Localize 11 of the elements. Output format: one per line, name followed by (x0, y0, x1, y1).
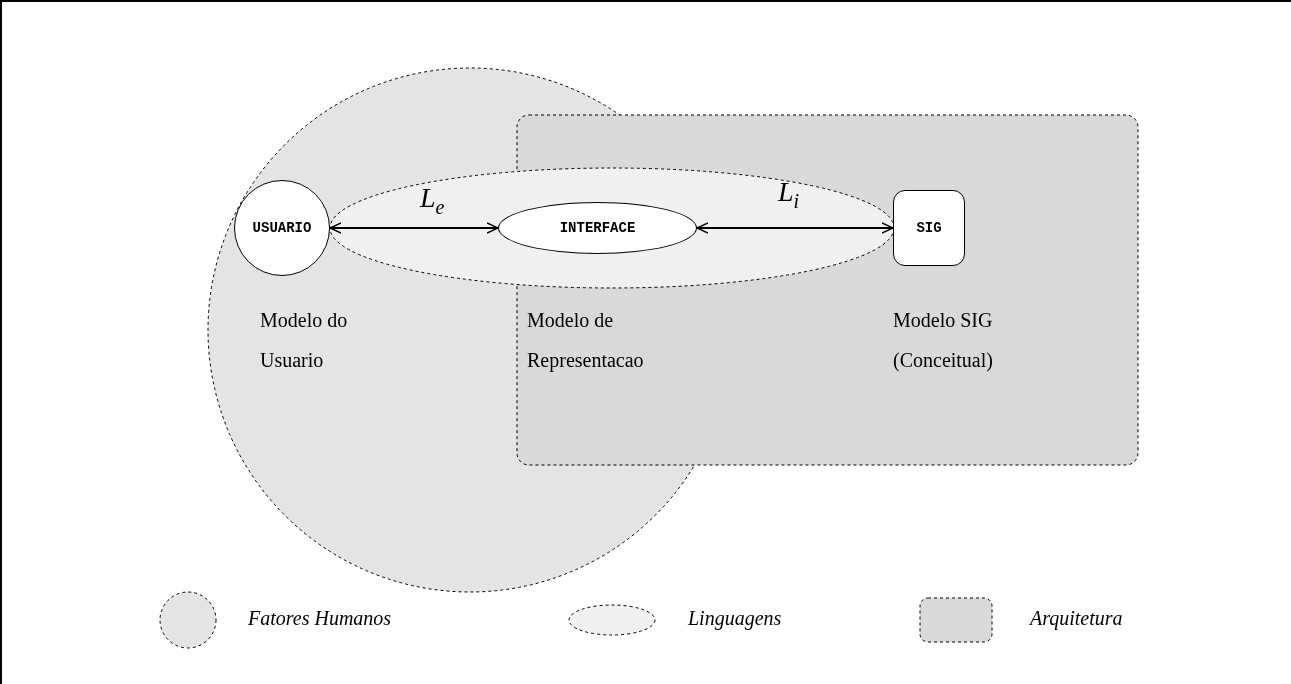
model-caption: Modelo do Usuario (260, 308, 349, 373)
system-box: SIG (893, 190, 965, 266)
edge-label: L$_{e}$ (420, 182, 445, 219)
double-arrow (696, 222, 894, 234)
model-caption: Modelo de Representacao (527, 308, 645, 374)
legend-label: Linguagens (688, 607, 782, 630)
legend-label: Fatores Humanos (248, 607, 392, 630)
double-arrow (329, 222, 499, 234)
legend-label: Arquitetura (1030, 607, 1123, 630)
edge-label: L$_{i}$ (778, 176, 800, 213)
model-caption: Modelo SIG (Conceitual) (893, 308, 994, 374)
